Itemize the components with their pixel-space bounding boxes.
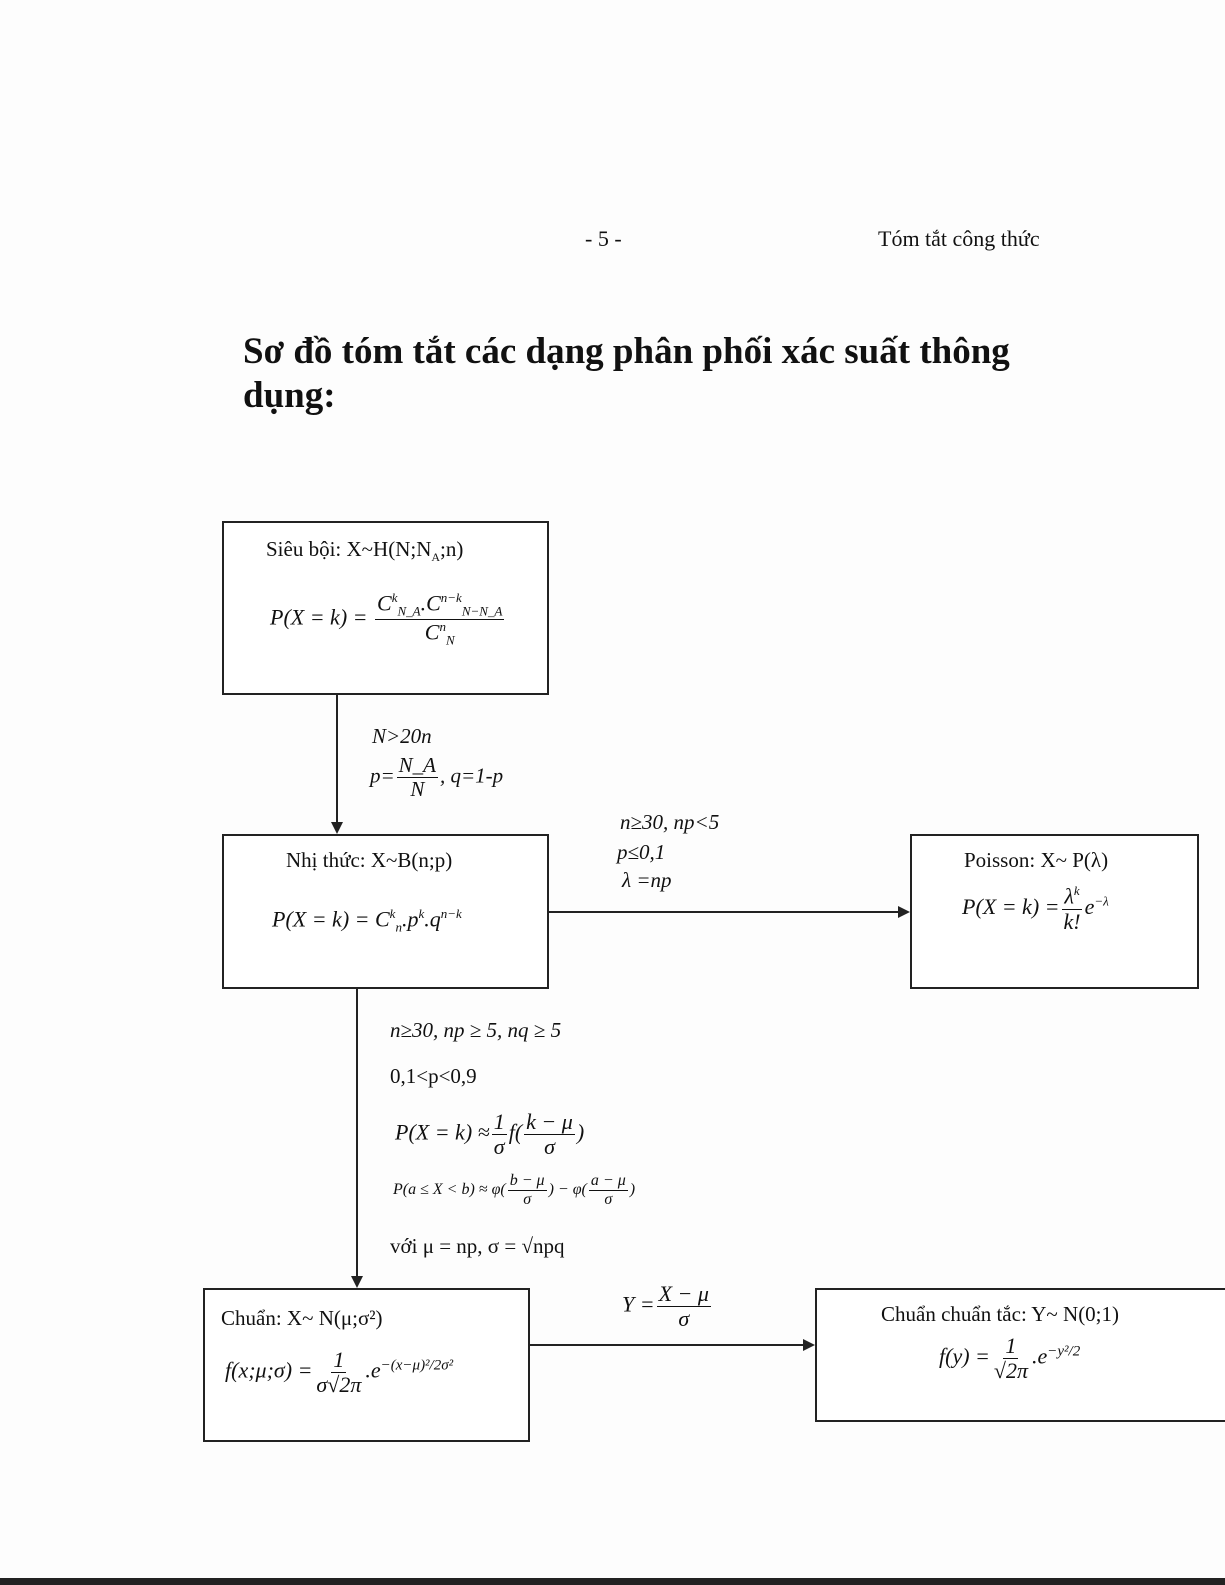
normal-label: Chuẩn: X~ N(μ;σ²) <box>221 1306 383 1330</box>
arrow-normal-to-standard <box>530 1344 804 1346</box>
page-number: - 5 - <box>585 226 622 251</box>
arrowhead-right <box>898 906 910 918</box>
running-title: Tóm tắt công thức <box>878 226 1040 251</box>
arrowhead-down <box>351 1276 363 1288</box>
arrow-hyper-to-binomial <box>336 695 338 823</box>
condition-normal-2: 0,1<p<0,9 <box>390 1064 477 1088</box>
arrow-binomial-to-poisson <box>549 911 899 913</box>
arrowhead-down <box>331 822 343 834</box>
arrow-binomial-to-normal <box>356 989 358 1277</box>
hypergeometric-box: Siêu bội: X~H(N;NA;n) P(X = k) = CkN_A.C… <box>222 521 549 695</box>
condition-n-gt-20n: N>20n <box>372 724 432 748</box>
page-title: Sơ đồ tóm tắt các dạng phân phối xác suấ… <box>243 331 1010 416</box>
standard-normal-formula: f(y) =1√2π.e−y²/2 <box>939 1333 1081 1384</box>
arrowhead-right <box>803 1339 815 1351</box>
poisson-label: Poisson: X~ P(λ) <box>964 848 1109 872</box>
binomial-formula: P(X = k) = Ckn.pk.qn−k <box>272 906 462 935</box>
mean-sigma-definition: với μ = np, σ = √npq <box>390 1234 565 1258</box>
hypergeometric-label: Siêu bội: X~H(N;NA;n) <box>266 537 464 565</box>
bottom-edge <box>0 1578 1225 1585</box>
binomial-label: Nhị thức: X~B(n;p) <box>286 848 453 872</box>
condition-poisson-1: n≥30, np<5 <box>620 810 720 834</box>
standard-normal-box: Chuẩn chuẩn tắc: Y~ N(0;1) f(y) =1√2π.e−… <box>815 1288 1225 1422</box>
condition-normal-1: n≥30, np ≥ 5, nq ≥ 5 <box>390 1018 562 1042</box>
standard-normal-label: Chuẩn chuẩn tắc: Y~ N(0;1) <box>881 1302 1120 1326</box>
condition-poisson-2: p≤0,1 <box>617 840 666 864</box>
condition-poisson-3: λ =np <box>622 868 672 892</box>
binomial-box: Nhị thức: X~B(n;p) P(X = k) = Ckn.pk.qn−… <box>222 834 549 989</box>
